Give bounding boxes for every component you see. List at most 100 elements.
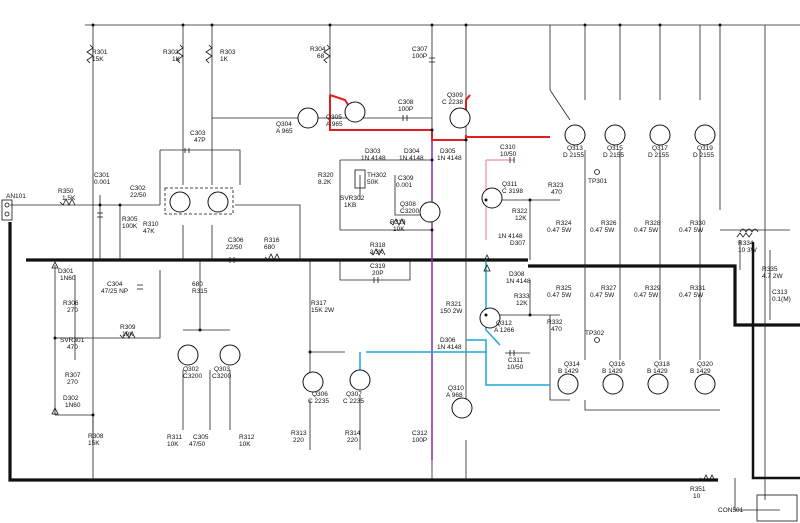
label-r301-value: 15K <box>92 56 104 63</box>
label-q306-value: C 2235 <box>308 398 329 405</box>
label-c303-name: C303 <box>190 130 206 137</box>
label-r313-name: R313 <box>291 430 307 437</box>
label-q315-name: Q315 <box>607 145 623 152</box>
label-q305-value: A 965 <box>326 121 343 128</box>
label-svr301-value: 470 <box>67 344 78 351</box>
label-r325-name: R325 <box>556 285 572 292</box>
label-q312-name: Q312 <box>496 320 512 327</box>
label-q306-name: Q306 <box>312 391 328 398</box>
label-tp302: TP302 <box>585 330 605 337</box>
label-r324-value: 0.47 5W <box>547 227 572 234</box>
label-c302-name: C302 <box>130 185 146 192</box>
label-q313-value: D 2155 <box>563 152 584 159</box>
label-r317-value: 15K 2W <box>311 307 335 314</box>
label-r325-value: 0.47 5W <box>547 292 572 299</box>
label-c312-name: C312 <box>412 430 428 437</box>
label-r313-value: 220 <box>293 437 304 444</box>
label-c319-value: 20P <box>372 270 384 277</box>
label-r308-value: 15K <box>88 440 100 447</box>
label-r309-name: R309 <box>120 324 136 331</box>
label-c311-value: 10/50 <box>507 364 524 371</box>
label-q304-name: Q304 <box>276 121 292 128</box>
label-c313-value: 0.1(M) <box>772 296 791 303</box>
label-r323-value: 470 <box>551 189 562 196</box>
label-r319-value: 10K <box>393 226 405 233</box>
label-q303-value: C3200 <box>212 373 232 380</box>
label-q311-value: C 3198 <box>502 188 523 195</box>
label-d305-value: 1N 4148 <box>437 155 462 162</box>
label-c311-name: C311 <box>508 357 523 364</box>
label-q308-name: Q308 <box>400 201 416 208</box>
label-q315-value: D 2155 <box>603 152 624 159</box>
label-q311-name: Q311 <box>502 181 518 188</box>
label-q316-name: Q316 <box>609 361 625 368</box>
label-q302-value: C3200 <box>183 373 203 380</box>
label-r306-name: R306 <box>63 300 79 307</box>
label-r335-value: 4.7 2W <box>762 273 783 280</box>
label-svr302-value: 1KB <box>344 202 356 209</box>
label-r303-name: R303 <box>220 49 236 56</box>
label-c307-value: 100P <box>412 53 427 60</box>
label-r332-value: 470 <box>551 326 562 333</box>
label-c304-name: C304 <box>107 281 123 288</box>
label-q307-name: Q307 <box>346 391 362 398</box>
label-q314-name: Q314 <box>564 361 580 368</box>
label-q318-value: B 1429 <box>647 368 668 375</box>
label-d303-name: D303 <box>365 148 381 155</box>
label-d301-name: D301 <box>58 268 74 275</box>
label-c301-value: 0.001 <box>94 179 111 186</box>
label-r318-name: R318 <box>370 242 386 249</box>
label-th302-name: TH302 <box>367 172 387 179</box>
label-svr301-name: SVR301 <box>60 337 85 344</box>
label-r334-value: 10 3W <box>738 247 758 254</box>
label-r304-name: R304 <box>310 46 326 53</box>
label-d306-value: 1N 4148 <box>437 344 462 351</box>
label-c310-value: 10/50 <box>500 151 517 158</box>
label-r319-name: R319 <box>390 219 406 226</box>
label-q320-name: Q320 <box>697 361 713 368</box>
label-r328-name: R328 <box>645 220 661 227</box>
label-r308-name: R308 <box>88 433 104 440</box>
label-d306-name: D306 <box>440 337 456 344</box>
label-d302-name: D302 <box>63 395 79 402</box>
label-r326-name: R326 <box>601 220 617 227</box>
label-c312-value: 100P <box>412 437 427 444</box>
label-d304-value: 1N 4148 <box>399 155 424 162</box>
label-c319-name: C319 <box>370 263 386 270</box>
label-q319-value: D 2155 <box>693 152 714 159</box>
label-r327-name: R327 <box>601 285 617 292</box>
label-q320-value: B 1429 <box>690 368 711 375</box>
label-r324-name: R324 <box>556 220 572 227</box>
label-r351-name: R351 <box>690 486 706 493</box>
label-r331-value: 0.47 5W <box>679 292 704 299</box>
label-c302-value: 22/50 <box>130 192 147 199</box>
label-con501: CON501 <box>718 507 744 514</box>
label-r315-name: R315 <box>192 288 208 295</box>
label-c313-name: C313 <box>772 289 788 296</box>
label-th302-value: 50K <box>367 179 379 186</box>
label-c301-name: C301 <box>94 172 110 179</box>
label-r304-value: 68 <box>317 53 325 60</box>
label-svr302-name: SVR302 <box>340 195 365 202</box>
label-q308-value: C3200 <box>400 208 420 215</box>
label-r305-value: 100K <box>122 223 138 230</box>
label-c307-name: C307 <box>412 46 428 53</box>
label-r310-name: R310 <box>143 221 159 228</box>
label-q310-value: A 968 <box>446 392 463 399</box>
label-c303-value: 47P <box>194 137 206 144</box>
label-r335-name: R335 <box>762 266 778 273</box>
label-r320-name: R320 <box>318 172 334 179</box>
label-r311-value: 10K <box>167 441 179 448</box>
label-r307-name: R307 <box>65 372 81 379</box>
label-r317-name: R317 <box>311 300 327 307</box>
label-q303-name: Q303 <box>214 366 230 373</box>
label-an101: AN101 <box>6 193 26 200</box>
label-c309-value: 0.001 <box>396 182 413 189</box>
label-r315-value: 680 <box>192 281 203 288</box>
label-r318-value: 3.3K <box>370 249 384 256</box>
label-r301-name: R301 <box>92 49 108 56</box>
label-c305-name: C305 <box>193 434 209 441</box>
label-r314-name: R314 <box>345 430 361 437</box>
label-q312-value: A 1266 <box>494 327 515 334</box>
label-r310-value: 47K <box>143 228 155 235</box>
